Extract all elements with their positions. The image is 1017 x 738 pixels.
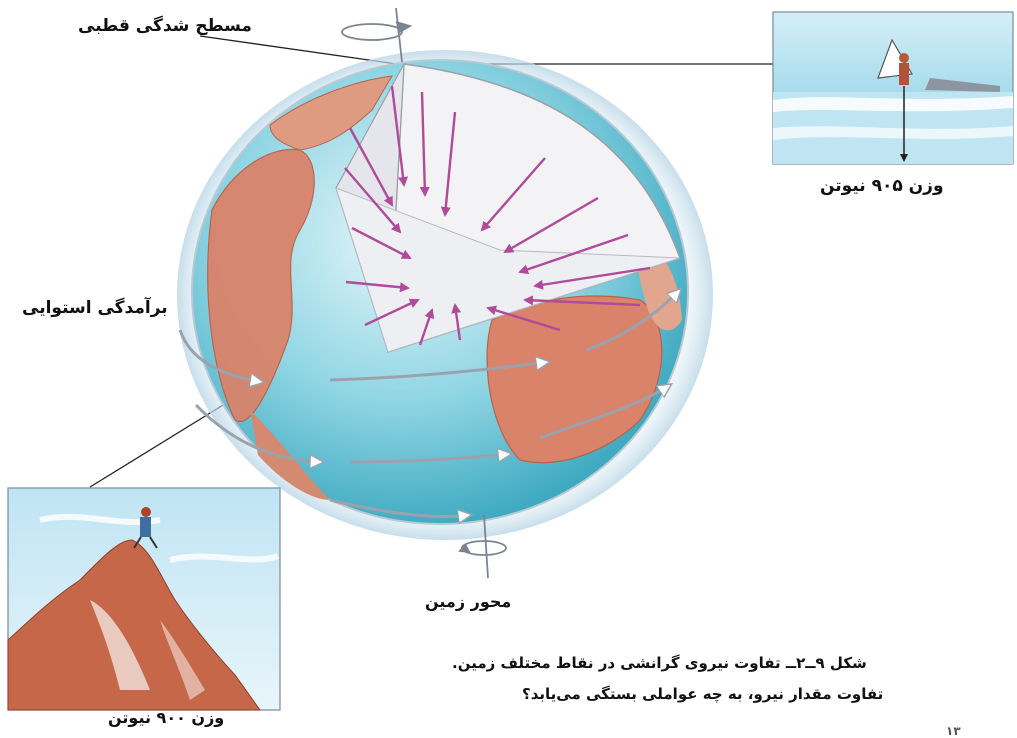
equatorial-bulge-label: برآمدگی استوایی xyxy=(22,298,168,318)
figure-caption: شکل ۹ــ۲ــ تفاوت نیروی گرانشی در نقاط مخ… xyxy=(452,654,867,672)
inset-mountain-scene xyxy=(8,488,280,710)
mountain-weight-label: وزن ۹۰۰ نیوتن xyxy=(108,708,224,727)
pole-weight-label: وزن ۹۰۵ نیوتن xyxy=(820,176,944,196)
page-number: ۱۳ xyxy=(946,724,961,738)
polar-flattening-label: مسطح شدگی قطبی xyxy=(78,16,252,36)
figure-question: تفاوت مقدار نیرو، به چه عواملی بستگی می‌… xyxy=(522,685,883,703)
earth-axis-label: محور زمین xyxy=(425,592,511,611)
inset-polar-scene xyxy=(773,12,1013,164)
